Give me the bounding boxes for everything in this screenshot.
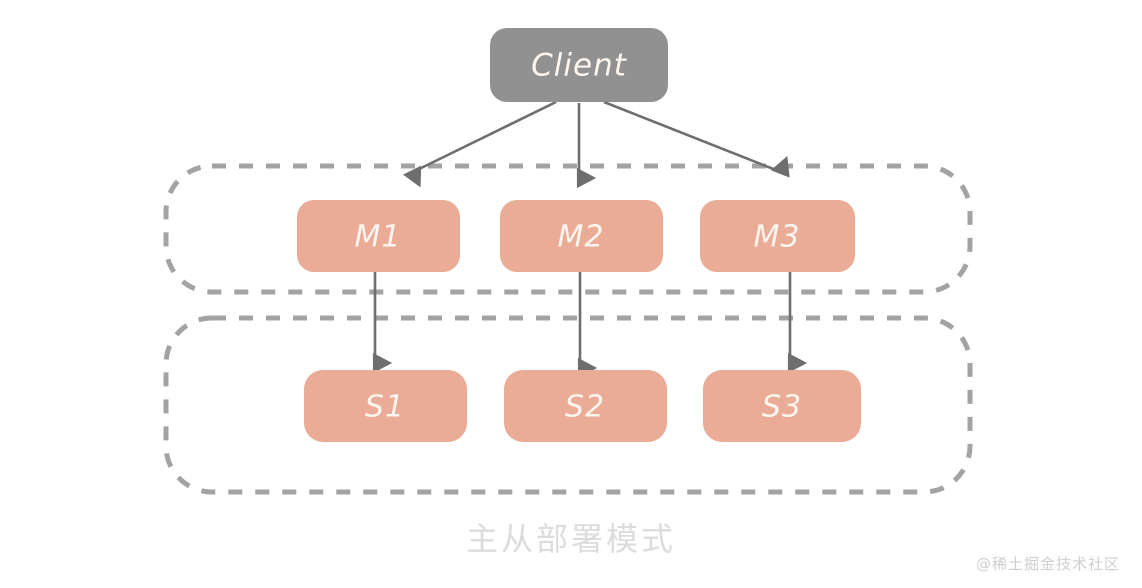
node-m1-label: M1 — [355, 220, 402, 255]
watermark: @稀土掘金技术社区 — [975, 555, 1120, 573]
node-client-shape — [490, 28, 668, 102]
node-m1[interactable]: M1 — [297, 200, 460, 272]
slave-group-dashed-border — [163, 315, 973, 495]
node-s1-shape — [304, 370, 467, 442]
connector-line — [603, 100, 790, 178]
master-group-dashed-border — [163, 163, 973, 295]
node-m1-shape — [297, 200, 460, 272]
connector-client-to-m3 — [603, 100, 790, 178]
diagram-caption: 主从部署模式 — [465, 520, 676, 558]
node-s1-label: S1 — [365, 390, 405, 425]
node-s2[interactable]: S2 — [504, 370, 667, 442]
node-s3-label: S3 — [762, 390, 802, 425]
slave-group-container — [163, 315, 973, 495]
node-m2-label: M2 — [558, 220, 605, 255]
node-s2-shape — [504, 370, 667, 442]
node-s3[interactable]: S3 — [703, 370, 861, 442]
node-m2[interactable]: M2 — [500, 200, 663, 272]
node-client-label: Client — [531, 48, 628, 84]
node-s1[interactable]: S1 — [304, 370, 467, 442]
node-client[interactable]: Client — [490, 28, 668, 102]
connector-line — [402, 100, 557, 188]
connector-client-to-m1 — [402, 100, 557, 188]
node-m3-label: M3 — [754, 220, 801, 255]
node-s2-label: S2 — [565, 390, 605, 425]
node-m3-shape — [700, 200, 855, 272]
node-m3[interactable]: M3 — [700, 200, 855, 272]
node-m2-shape — [500, 200, 663, 272]
master-group-container — [163, 163, 973, 295]
node-s3-shape — [703, 370, 861, 442]
